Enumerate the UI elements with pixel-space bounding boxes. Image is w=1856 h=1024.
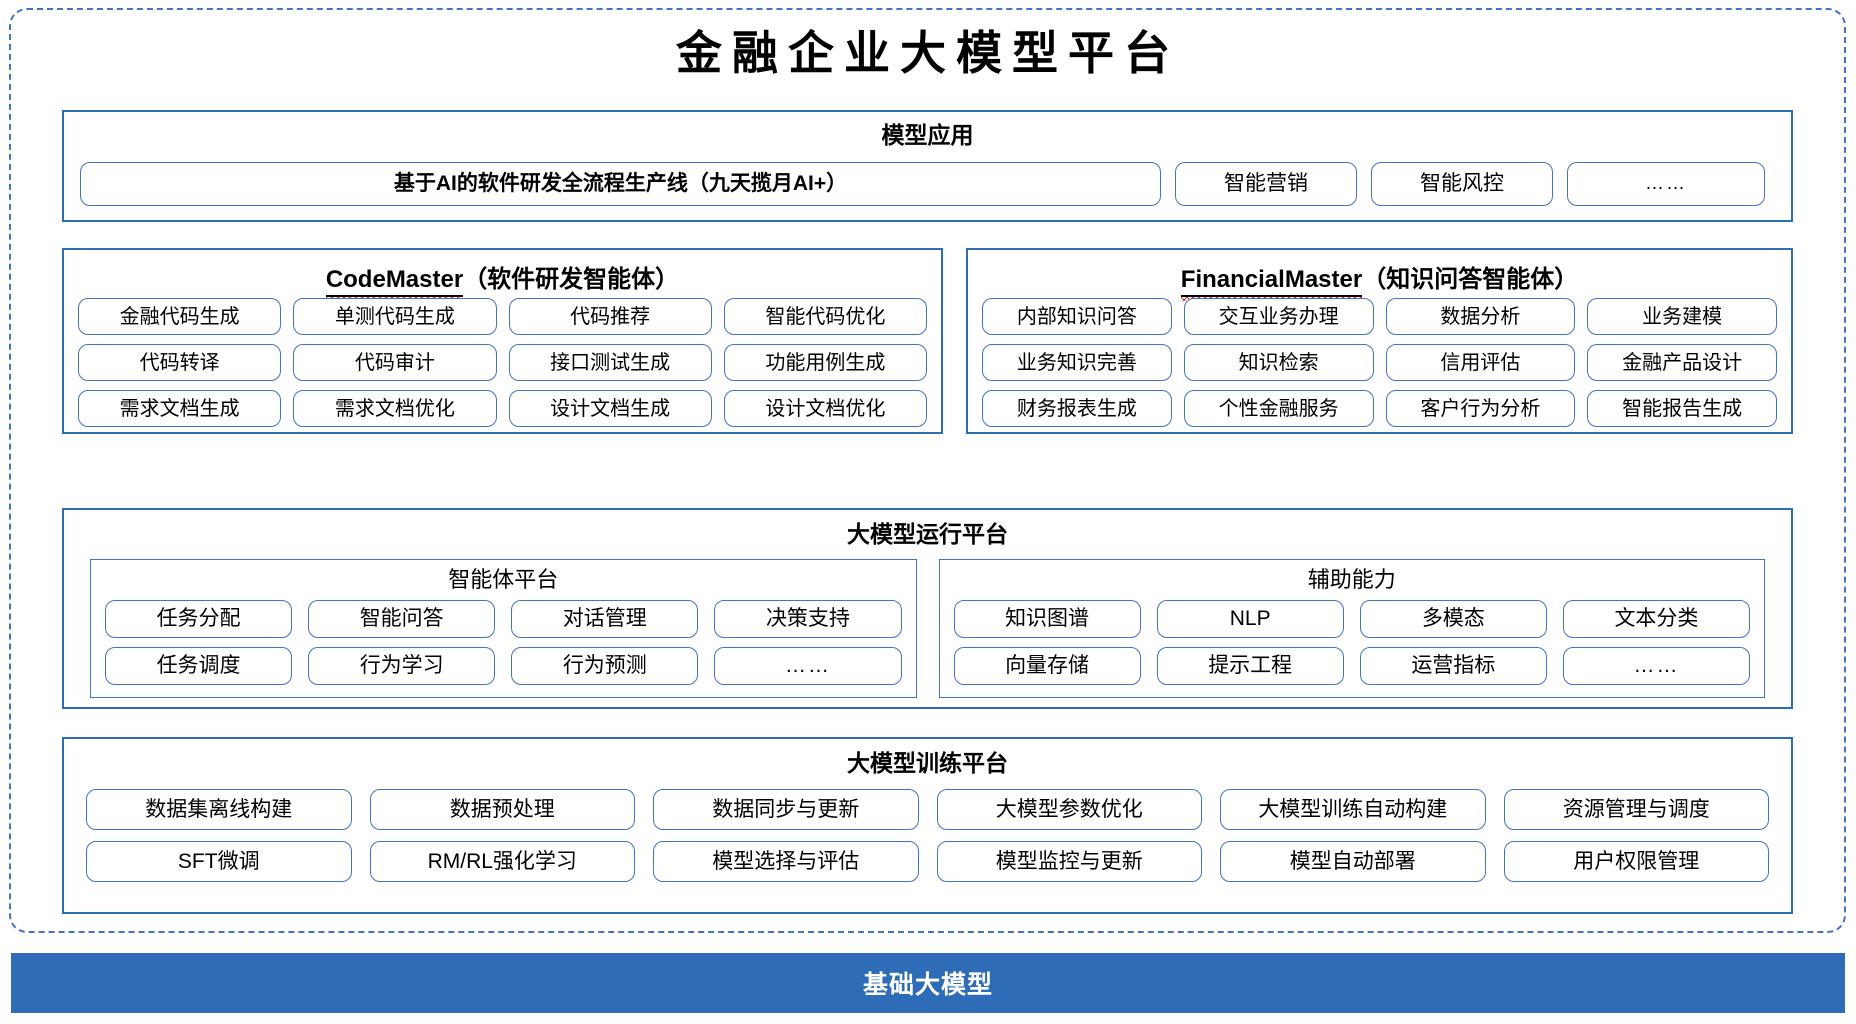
financialmaster-chip-1-3[interactable]: 数据分析 [1385,298,1576,335]
financialmaster-chip-3-2[interactable]: 个性金融服务 [1183,390,1374,427]
agent-platform-chip-2-4-ellipsis[interactable]: …… [714,647,902,685]
codemaster-name: CodeMaster [325,266,464,301]
financialmaster-chip-2-2[interactable]: 知识检索 [1183,344,1374,381]
auxiliary-capability-row-1: 知识图谱 NLP 多模态 文本分类 [953,600,1750,638]
auxiliary-chip-2-3[interactable]: 运营指标 [1359,647,1547,685]
codemaster-row-1: 金融代码生成 单测代码生成 代码推荐 智能代码优化 [78,298,927,335]
training-chip-2-3[interactable]: 模型选择与评估 [653,841,919,882]
auxiliary-chip-2-4-ellipsis[interactable]: …… [1562,647,1750,685]
training-chip-1-5[interactable]: 大模型训练自动构建 [1220,789,1486,830]
financialmaster-panel: FinancialMaster（知识问答智能体） 内部知识问答 交互业务办理 数… [966,248,1793,434]
financialmaster-suffix: （知识问答智能体） [1362,266,1579,293]
financialmaster-chip-3-4[interactable]: 智能报告生成 [1587,390,1777,427]
financialmaster-chip-3-1[interactable]: 财务报表生成 [982,390,1172,427]
codemaster-chip-3-3[interactable]: 设计文档生成 [508,390,712,427]
runtime-platform-panel: 大模型运行平台 智能体平台 任务分配 智能问答 对话管理 决策支持 任务调度 行… [62,508,1793,709]
codemaster-suffix: （软件研发智能体） [463,266,680,293]
codemaster-chip-3-1[interactable]: 需求文档生成 [78,390,282,427]
model-application-heading: 模型应用 [881,122,974,148]
codemaster-chip-2-3[interactable]: 接口测试生成 [508,344,712,381]
training-chip-2-5[interactable]: 模型自动部署 [1220,841,1486,882]
training-chip-1-1[interactable]: 数据集离线构建 [86,789,352,830]
training-chip-1-2[interactable]: 数据预处理 [369,789,635,830]
financialmaster-chip-2-1[interactable]: 业务知识完善 [982,344,1172,381]
training-chip-1-4[interactable]: 大模型参数优化 [936,789,1202,830]
agent-platform-chip-2-3[interactable]: 行为预测 [511,647,699,685]
codemaster-chip-1-4[interactable]: 智能代码优化 [723,298,927,335]
auxiliary-capability-row-2: 向量存储 提示工程 运营指标 …… [953,647,1750,685]
agent-platform-row-2: 任务调度 行为学习 行为预测 …… [105,647,902,685]
financialmaster-row-1: 内部知识问答 交互业务办理 数据分析 业务建模 [982,298,1777,335]
training-row-2: SFT微调 RM/RL强化学习 模型选择与评估 模型监控与更新 模型自动部署 用… [86,841,1769,882]
training-chip-1-6[interactable]: 资源管理与调度 [1503,789,1769,830]
codemaster-chip-2-1[interactable]: 代码转译 [78,344,282,381]
codemaster-chip-1-3[interactable]: 代码推荐 [508,298,712,335]
agent-platform-group: 智能体平台 任务分配 智能问答 对话管理 决策支持 任务调度 行为学习 行为预测… [90,559,917,698]
financialmaster-chip-1-2[interactable]: 交互业务办理 [1183,298,1374,335]
financialmaster-chip-2-3[interactable]: 信用评估 [1385,344,1576,381]
training-platform-panel: 大模型训练平台 数据集离线构建 数据预处理 数据同步与更新 大模型参数优化 大模… [62,737,1793,914]
financialmaster-row-2: 业务知识完善 知识检索 信用评估 金融产品设计 [982,344,1777,381]
financialmaster-chip-1-1[interactable]: 内部知识问答 [982,298,1172,335]
agent-platform-chip-1-2[interactable]: 智能问答 [308,600,496,638]
auxiliary-chip-1-1[interactable]: 知识图谱 [953,600,1141,638]
auxiliary-chip-2-2[interactable]: 提示工程 [1156,647,1344,685]
auxiliary-capability-grid: 知识图谱 NLP 多模态 文本分类 向量存储 提示工程 运营指标 …… [953,600,1750,685]
training-chip-2-6[interactable]: 用户权限管理 [1503,841,1769,882]
training-chip-2-1[interactable]: SFT微调 [86,841,352,882]
agent-platform-grid: 任务分配 智能问答 对话管理 决策支持 任务调度 行为学习 行为预测 …… [105,600,902,685]
codemaster-chip-3-4[interactable]: 设计文档优化 [723,390,927,427]
financialmaster-chip-1-4[interactable]: 业务建模 [1587,298,1777,335]
foundation-model-bar: 基础大模型 [11,953,1845,1013]
agent-platform-row-1: 任务分配 智能问答 对话管理 决策支持 [105,600,902,638]
auxiliary-chip-1-2[interactable]: NLP [1156,600,1344,638]
financialmaster-name: FinancialMaster [1180,266,1363,301]
auxiliary-chip-1-4[interactable]: 文本分类 [1562,600,1750,638]
agent-platform-chip-2-1[interactable]: 任务调度 [105,647,293,685]
auxiliary-chip-2-1[interactable]: 向量存储 [953,647,1141,685]
codemaster-panel: CodeMaster（软件研发智能体） 金融代码生成 单测代码生成 代码推荐 智… [62,248,943,434]
auxiliary-capability-title: 辅助能力 [1307,567,1396,592]
agent-platform-chip-1-3[interactable]: 对话管理 [511,600,699,638]
codemaster-row-3: 需求文档生成 需求文档优化 设计文档生成 设计文档优化 [78,390,927,427]
agent-platform-chip-1-4[interactable]: 决策支持 [714,600,902,638]
training-row-1: 数据集离线构建 数据预处理 数据同步与更新 大模型参数优化 大模型训练自动构建 … [86,789,1769,830]
page-title: 金融企业大模型平台 [676,26,1180,80]
financialmaster-capability-grid: 内部知识问答 交互业务办理 数据分析 业务建模 业务知识完善 知识检索 信用评估… [982,298,1777,427]
codemaster-row-2: 代码转译 代码审计 接口测试生成 功能用例生成 [78,344,927,381]
model-application-items: 基于AI的软件研发全流程生产线（九天揽月AI+） 智能营销 智能风控 …… [80,162,1779,206]
codemaster-chip-1-2[interactable]: 单测代码生成 [293,298,497,335]
codemaster-chip-3-2[interactable]: 需求文档优化 [293,390,497,427]
codemaster-chip-2-4[interactable]: 功能用例生成 [723,344,927,381]
agent-platform-chip-1-1[interactable]: 任务分配 [105,600,293,638]
app-item-ellipsis[interactable]: …… [1567,162,1765,206]
runtime-platform-heading: 大模型运行平台 [847,521,1008,547]
training-chip-2-2[interactable]: RM/RL强化学习 [369,841,635,882]
training-platform-heading: 大模型训练平台 [847,750,1008,776]
financialmaster-row-3: 财务报表生成 个性金融服务 客户行为分析 智能报告生成 [982,390,1777,427]
codemaster-heading: CodeMaster（软件研发智能体） [64,259,941,301]
outer-dashed-frame [9,8,1846,933]
app-item-smart-marketing[interactable]: 智能营销 [1175,162,1357,206]
training-platform-grid: 数据集离线构建 数据预处理 数据同步与更新 大模型参数优化 大模型训练自动构建 … [86,789,1769,882]
codemaster-chip-2-2[interactable]: 代码审计 [293,344,497,381]
auxiliary-capability-group: 辅助能力 知识图谱 NLP 多模态 文本分类 向量存储 提示工程 运营指标 …… [938,559,1765,698]
app-item-ai-pipeline[interactable]: 基于AI的软件研发全流程生产线（九天揽月AI+） [80,162,1161,206]
training-chip-1-3[interactable]: 数据同步与更新 [653,789,919,830]
agent-platform-chip-2-2[interactable]: 行为学习 [308,647,496,685]
model-application-panel: 模型应用 基于AI的软件研发全流程生产线（九天揽月AI+） 智能营销 智能风控 … [62,110,1793,222]
runtime-platform-groups: 智能体平台 任务分配 智能问答 对话管理 决策支持 任务调度 行为学习 行为预测… [90,559,1765,698]
agent-platform-title: 智能体平台 [448,567,559,592]
foundation-model-label: 基础大模型 [862,971,993,999]
financialmaster-heading: FinancialMaster（知识问答智能体） [968,259,1791,301]
financialmaster-chip-2-4[interactable]: 金融产品设计 [1587,344,1777,381]
auxiliary-chip-1-3[interactable]: 多模态 [1359,600,1547,638]
financialmaster-chip-3-3[interactable]: 客户行为分析 [1385,390,1576,427]
app-item-smart-risk-control[interactable]: 智能风控 [1371,162,1553,206]
training-chip-2-4[interactable]: 模型监控与更新 [936,841,1202,882]
codemaster-chip-1-1[interactable]: 金融代码生成 [78,298,282,335]
codemaster-capability-grid: 金融代码生成 单测代码生成 代码推荐 智能代码优化 代码转译 代码审计 接口测试… [78,298,927,427]
